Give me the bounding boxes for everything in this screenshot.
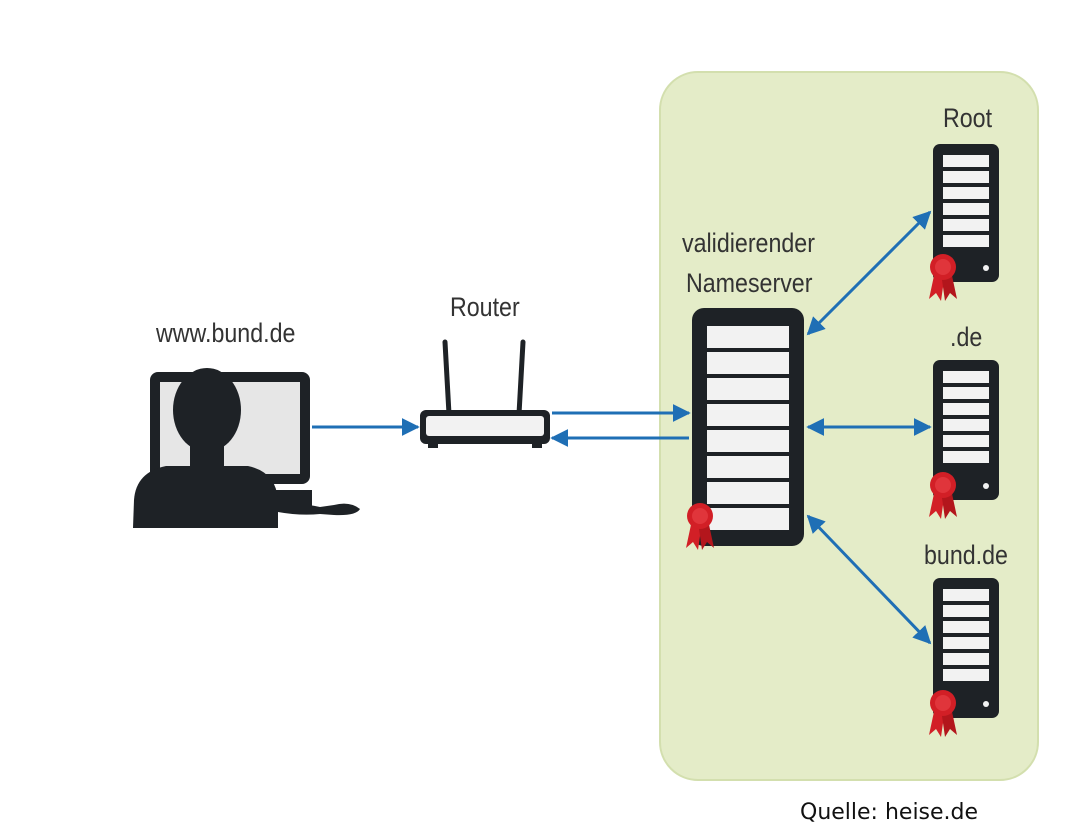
router-label: Router: [450, 292, 520, 322]
router-icon: [420, 339, 550, 448]
root-label: Root: [943, 103, 993, 133]
tld-server-icon: [933, 360, 999, 500]
arrow-resolver-domain: [806, 514, 932, 645]
source-credit: Quelle: heise.de: [800, 800, 979, 825]
tld-label: .de: [950, 322, 983, 352]
resolver-label-line2: Nameserver: [686, 268, 813, 298]
root-server-icon: [933, 144, 999, 282]
resolver-server-icon: [692, 308, 804, 546]
domain-server-icon: [933, 578, 999, 718]
person-silhouette-icon: [133, 368, 278, 528]
arrow-resolver-root: [806, 210, 932, 336]
domain-label: bund.de: [924, 540, 1008, 570]
client-label: www.bund.de: [156, 318, 296, 348]
resolver-label-line1: validierender: [682, 228, 815, 258]
